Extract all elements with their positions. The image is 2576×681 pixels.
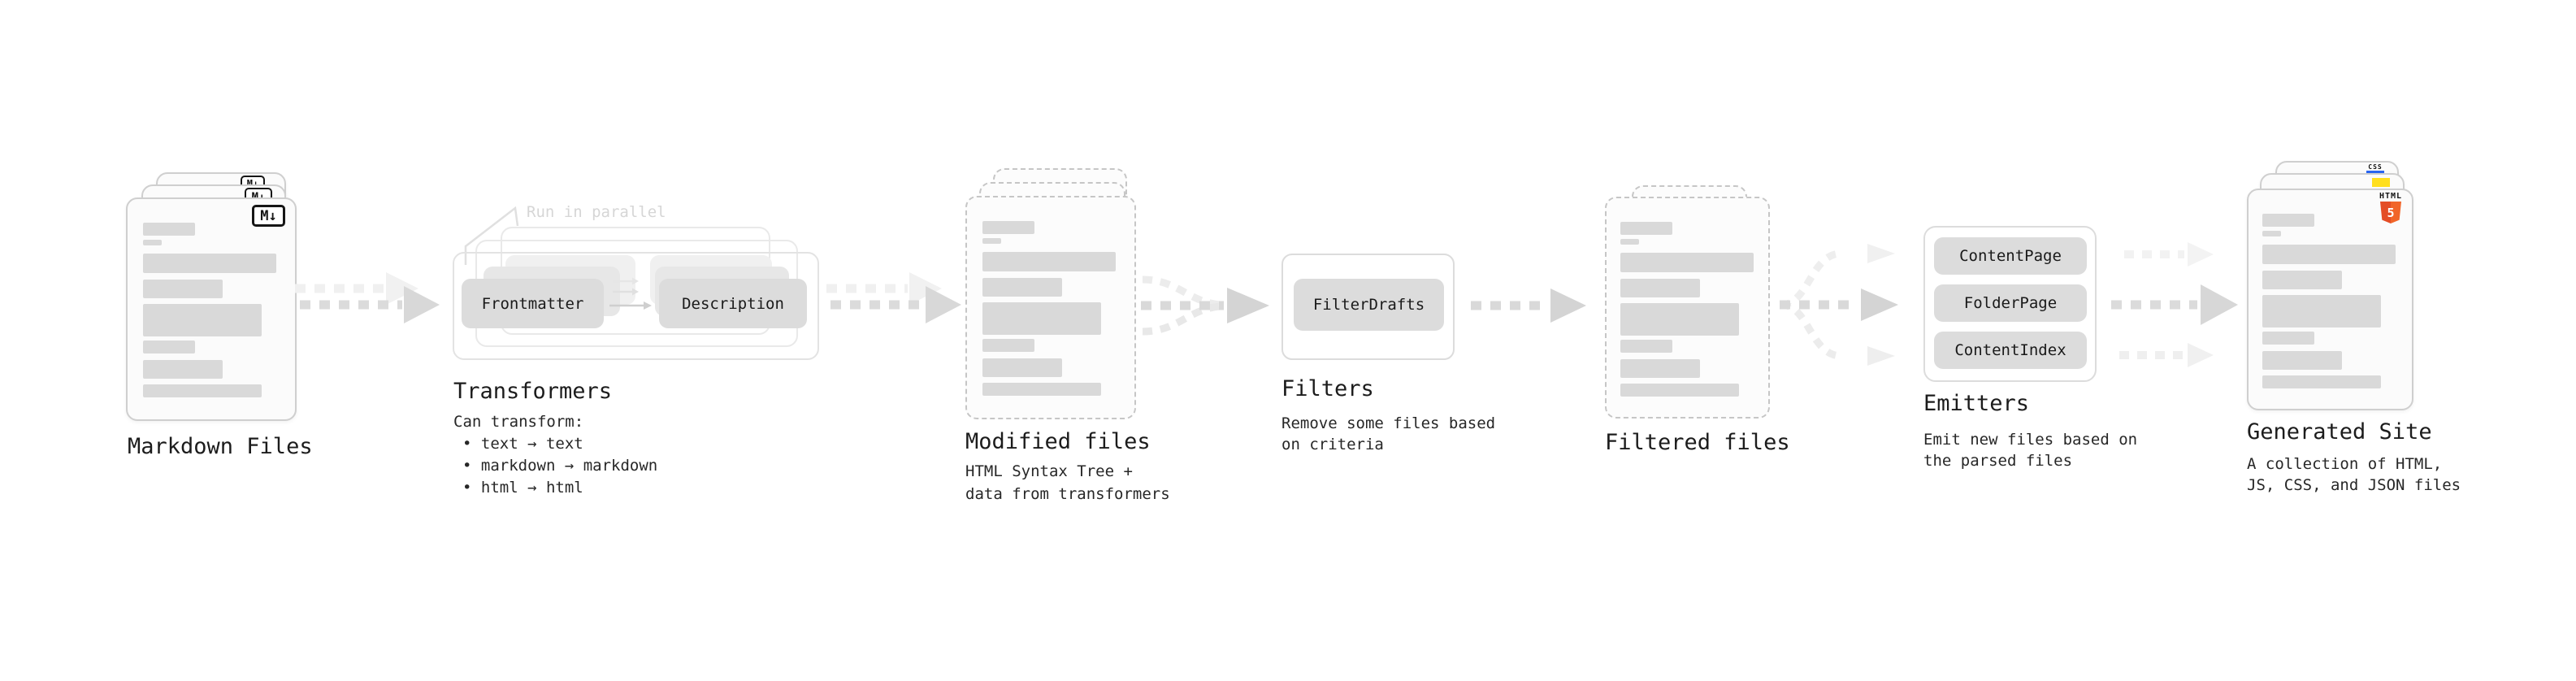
css-icon-underline — [2366, 171, 2384, 174]
text-placeholder-bar — [982, 252, 1116, 271]
text-placeholder-bar — [1620, 222, 1672, 235]
description-transformer-pill: Description — [659, 279, 807, 328]
emitters-desc-line2: the parsed files — [1923, 452, 2073, 470]
text-placeholder-bar — [2262, 231, 2281, 236]
text-placeholder-bar — [2262, 214, 2314, 227]
folderpage-emitter-pill: FolderPage — [1934, 284, 2087, 322]
stage-label-filtered-files: Filtered files — [1605, 430, 1790, 455]
emitters-desc-line1: Emit new files based on — [1923, 431, 2138, 449]
modified-file-card-front — [965, 196, 1136, 419]
text-placeholder-bar — [982, 278, 1062, 297]
stage-label-emitters: Emitters — [1923, 391, 2030, 416]
text-placeholder-bar — [2262, 245, 2396, 264]
markdown-icon: M↓ — [252, 205, 285, 227]
text-placeholder-bar — [982, 339, 1034, 352]
text-placeholder-bar — [982, 358, 1062, 377]
run-in-parallel-annotation: Run in parallel — [527, 203, 666, 221]
text-placeholder-bar — [143, 223, 195, 236]
css-icon: CSS — [2366, 163, 2384, 174]
text-placeholder-bar — [1620, 340, 1672, 353]
text-placeholder-bar — [143, 254, 276, 273]
stage-label-generated-site: Generated Site — [2247, 419, 2432, 445]
stage-label-filters: Filters — [1281, 376, 1374, 401]
generated-site-description: A collection of HTML, JS, CSS, and JSON … — [2247, 453, 2461, 496]
generated-desc-line2: JS, CSS, and JSON files — [2247, 476, 2461, 494]
filtered-file-card-front — [1605, 197, 1770, 419]
transformers-bullet-markdown: • markdown → markdown — [462, 457, 658, 475]
generated-site-card-front — [2247, 189, 2413, 410]
stage-label-transformers: Transformers — [453, 379, 613, 404]
parallel-mini-arrows — [609, 277, 652, 310]
text-placeholder-bar — [143, 340, 195, 354]
text-placeholder-bar — [143, 304, 262, 336]
text-placeholder-bar — [143, 280, 223, 298]
html5-icon-word: HTML — [2379, 192, 2403, 201]
modified-desc-line2: data from transformers — [965, 485, 1170, 503]
modified-desc-line1: HTML Syntax Tree + — [965, 462, 1133, 480]
text-placeholder-bar — [2262, 332, 2314, 345]
text-placeholder-bar — [143, 360, 223, 379]
stage-label-markdown-files: Markdown Files — [128, 434, 313, 459]
html5-icon: HTML 5 — [2379, 192, 2402, 223]
text-placeholder-bar — [143, 384, 262, 397]
filterdrafts-pill: FilterDrafts — [1294, 279, 1444, 331]
run-in-parallel-leader-line — [464, 206, 519, 265]
text-placeholder-bar — [1620, 279, 1700, 297]
text-placeholder-bar — [982, 302, 1101, 335]
text-placeholder-bar — [2262, 295, 2381, 327]
html5-icon-shield: 5 — [2380, 202, 2401, 223]
filters-description: Remove some files based on criteria — [1281, 413, 1495, 455]
arrow-transformers-to-modified — [826, 272, 961, 323]
transformers-description: Can transform: • text → text • markdown … — [453, 410, 657, 499]
text-placeholder-bar — [982, 383, 1101, 396]
frontmatter-transformer-pill: Frontmatter — [462, 279, 604, 328]
text-placeholder-bar — [1620, 384, 1739, 397]
arrow-emitters-to-generated — [2111, 242, 2238, 367]
text-placeholder-bar — [2262, 351, 2342, 370]
text-placeholder-bar — [982, 221, 1034, 234]
generated-desc-line1: A collection of HTML, — [2247, 455, 2443, 473]
text-placeholder-bar — [1620, 253, 1754, 272]
arrow-filtered-to-emitters-fanout — [1780, 244, 1898, 366]
text-placeholder-bar — [1620, 359, 1700, 378]
transformers-desc-title: Can transform: — [453, 413, 584, 431]
filters-desc-line1: Remove some files based — [1281, 414, 1496, 432]
arrow-modified-to-filters-converge — [1141, 275, 1269, 336]
transformers-bullet-html: • html → html — [462, 479, 583, 497]
arrow-markdown-to-transformers — [295, 272, 440, 323]
text-placeholder-bar — [982, 238, 1001, 244]
text-placeholder-bar — [143, 240, 162, 245]
text-placeholder-bar — [1620, 239, 1639, 245]
filters-desc-line2: on criteria — [1281, 436, 1384, 453]
contentindex-emitter-pill: ContentIndex — [1934, 332, 2087, 369]
modified-files-description: HTML Syntax Tree + data from transformer… — [965, 460, 1170, 505]
contentpage-emitter-pill: ContentPage — [1934, 237, 2087, 275]
text-placeholder-bar — [2262, 375, 2381, 388]
transformers-container-front — [453, 252, 819, 360]
text-placeholder-bar — [2262, 271, 2342, 289]
text-placeholder-bar — [1620, 303, 1739, 336]
css-icon-word: CSS — [2368, 163, 2383, 171]
emitters-description: Emit new files based on the parsed files — [1923, 429, 2137, 471]
markdown-file-card-front — [126, 197, 297, 421]
js-icon — [2372, 178, 2390, 187]
transformers-bullet-text: • text → text — [462, 435, 583, 453]
stage-label-modified-files: Modified files — [965, 429, 1151, 454]
arrow-filters-to-filtered — [1471, 288, 1586, 323]
